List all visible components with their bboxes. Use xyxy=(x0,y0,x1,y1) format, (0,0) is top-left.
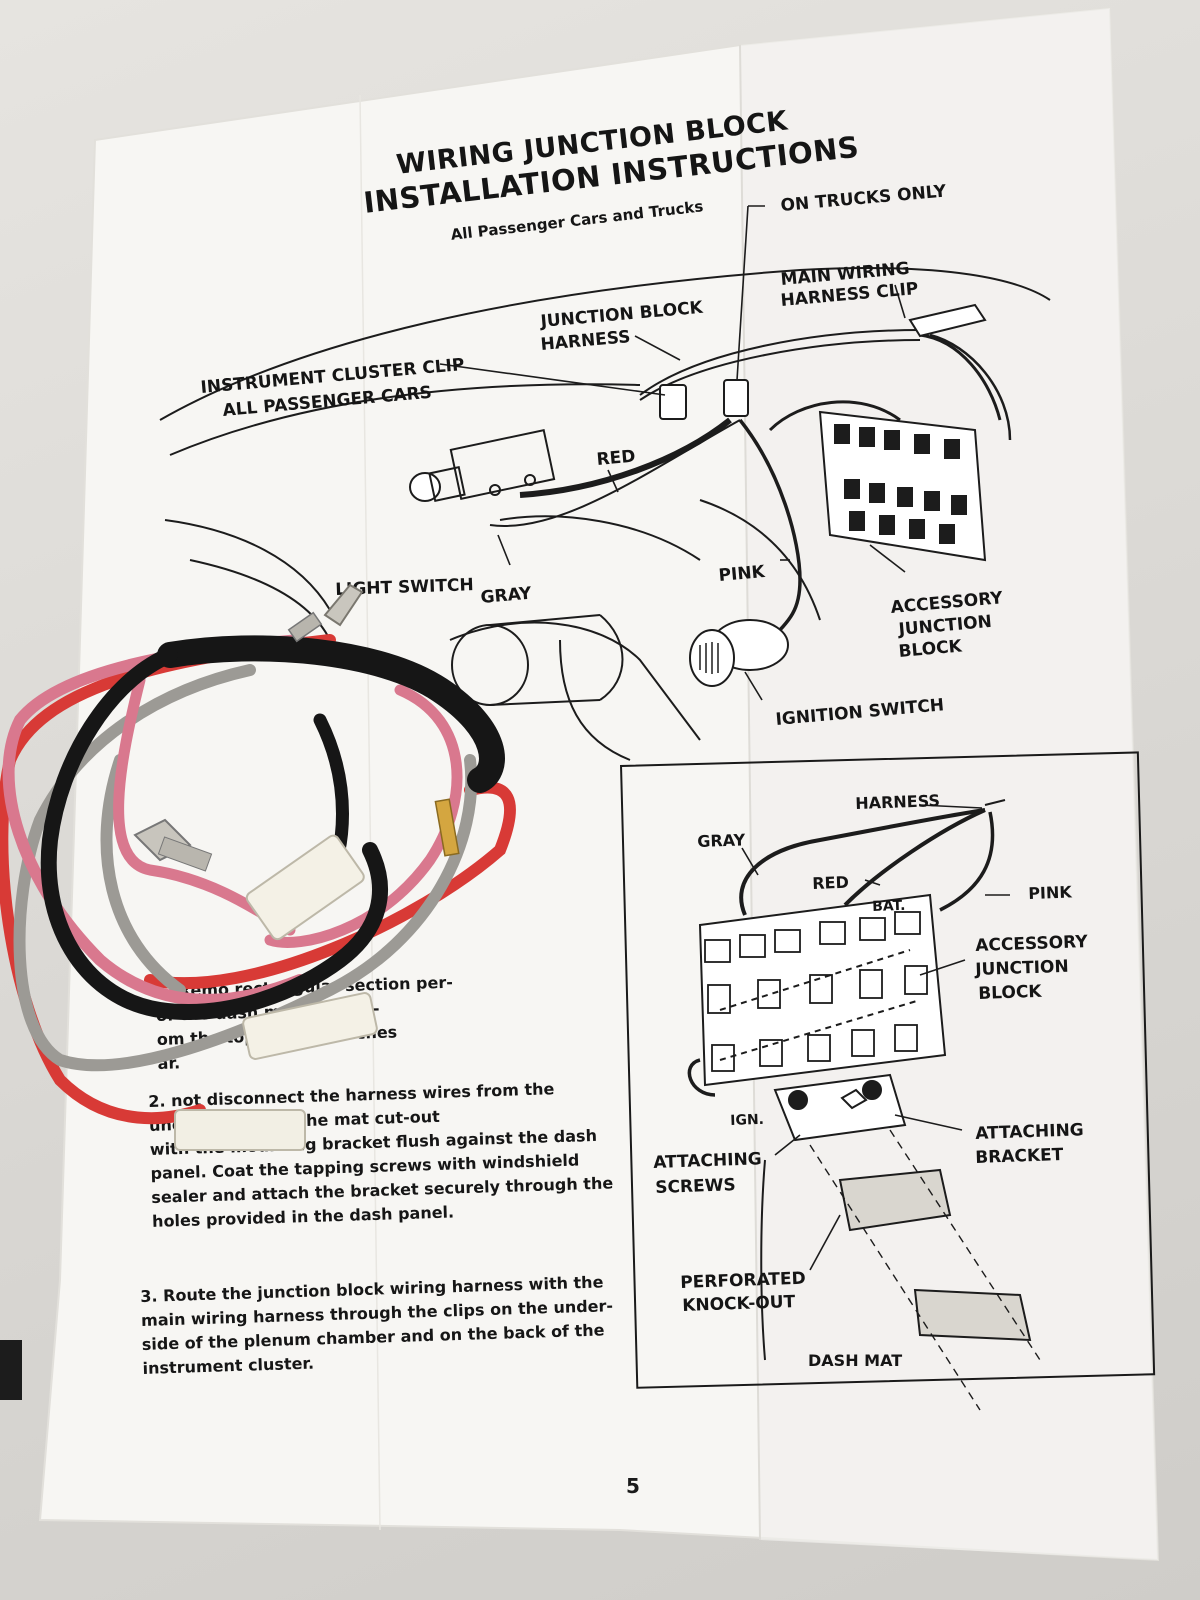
wire-terminals xyxy=(0,583,460,1400)
inset-artwork xyxy=(687,799,1041,1411)
page-number: 5 xyxy=(626,1474,640,1498)
inset-label-dash-mat: DASH MAT xyxy=(808,1351,903,1370)
harness-clips xyxy=(659,303,987,420)
black-wire xyxy=(157,635,505,793)
drawing-harness xyxy=(489,329,1012,642)
light-switch-drawing xyxy=(409,428,556,502)
gray-wire xyxy=(13,664,478,1072)
plastic-connector xyxy=(245,834,365,941)
top-leaders xyxy=(439,205,906,701)
dashboard-outline xyxy=(159,267,1051,761)
pink-wire xyxy=(2,634,306,1006)
plastic-connector xyxy=(242,992,378,1060)
plastic-connector xyxy=(174,1109,306,1151)
ignition-switch-drawing xyxy=(689,619,789,687)
top-junction-block xyxy=(818,410,987,562)
